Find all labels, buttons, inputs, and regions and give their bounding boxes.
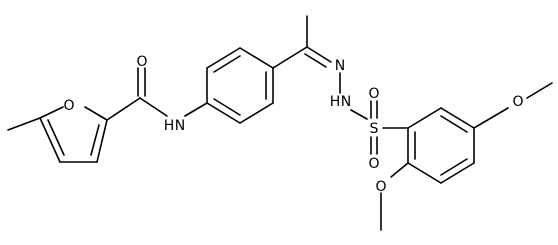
sulfonyl-oxygen-top: O — [368, 86, 379, 102]
bond — [473, 107, 509, 129]
bond — [184, 102, 208, 117]
bond — [440, 115, 468, 133]
bond — [407, 107, 442, 129]
bond — [440, 107, 475, 129]
bond — [206, 47, 241, 69]
bond — [239, 47, 274, 69]
bond — [206, 102, 241, 124]
furan-oxygen: O — [63, 98, 74, 114]
bond — [304, 53, 327, 68]
bond — [350, 109, 368, 120]
sulfur-atom: S — [370, 121, 379, 137]
bond — [39, 117, 61, 163]
bonds — [7, 15, 553, 231]
bond — [440, 162, 475, 184]
methoxy-oxygen-right: O — [512, 94, 523, 110]
bond — [407, 162, 442, 184]
bond — [96, 119, 108, 163]
bond — [526, 82, 553, 99]
bond — [90, 124, 100, 156]
bond — [139, 97, 168, 117]
bond — [84, 106, 108, 121]
amide-oxygen: O — [136, 54, 147, 70]
bond — [47, 119, 65, 156]
bond — [106, 97, 141, 121]
sulfonyl-oxygen-bottom: O — [368, 156, 379, 172]
bond — [213, 55, 241, 73]
hydrazone-nitrogen: N — [335, 58, 345, 74]
amide-hydrogen: H — [164, 118, 175, 134]
bond — [7, 117, 41, 131]
bond — [272, 46, 308, 69]
atom-labels: O O N H N H N S O O O O — [63, 54, 523, 195]
bond — [306, 46, 332, 63]
bond — [390, 162, 409, 178]
bond — [213, 98, 241, 116]
amide-nitrogen: N — [175, 118, 185, 134]
nh-nitrogen: N — [341, 94, 351, 110]
nh-hydrogen: H — [330, 94, 341, 110]
bond — [39, 106, 64, 119]
bond — [440, 158, 468, 176]
methoxy-oxygen-bottom: O — [375, 179, 386, 195]
bond — [239, 102, 274, 124]
